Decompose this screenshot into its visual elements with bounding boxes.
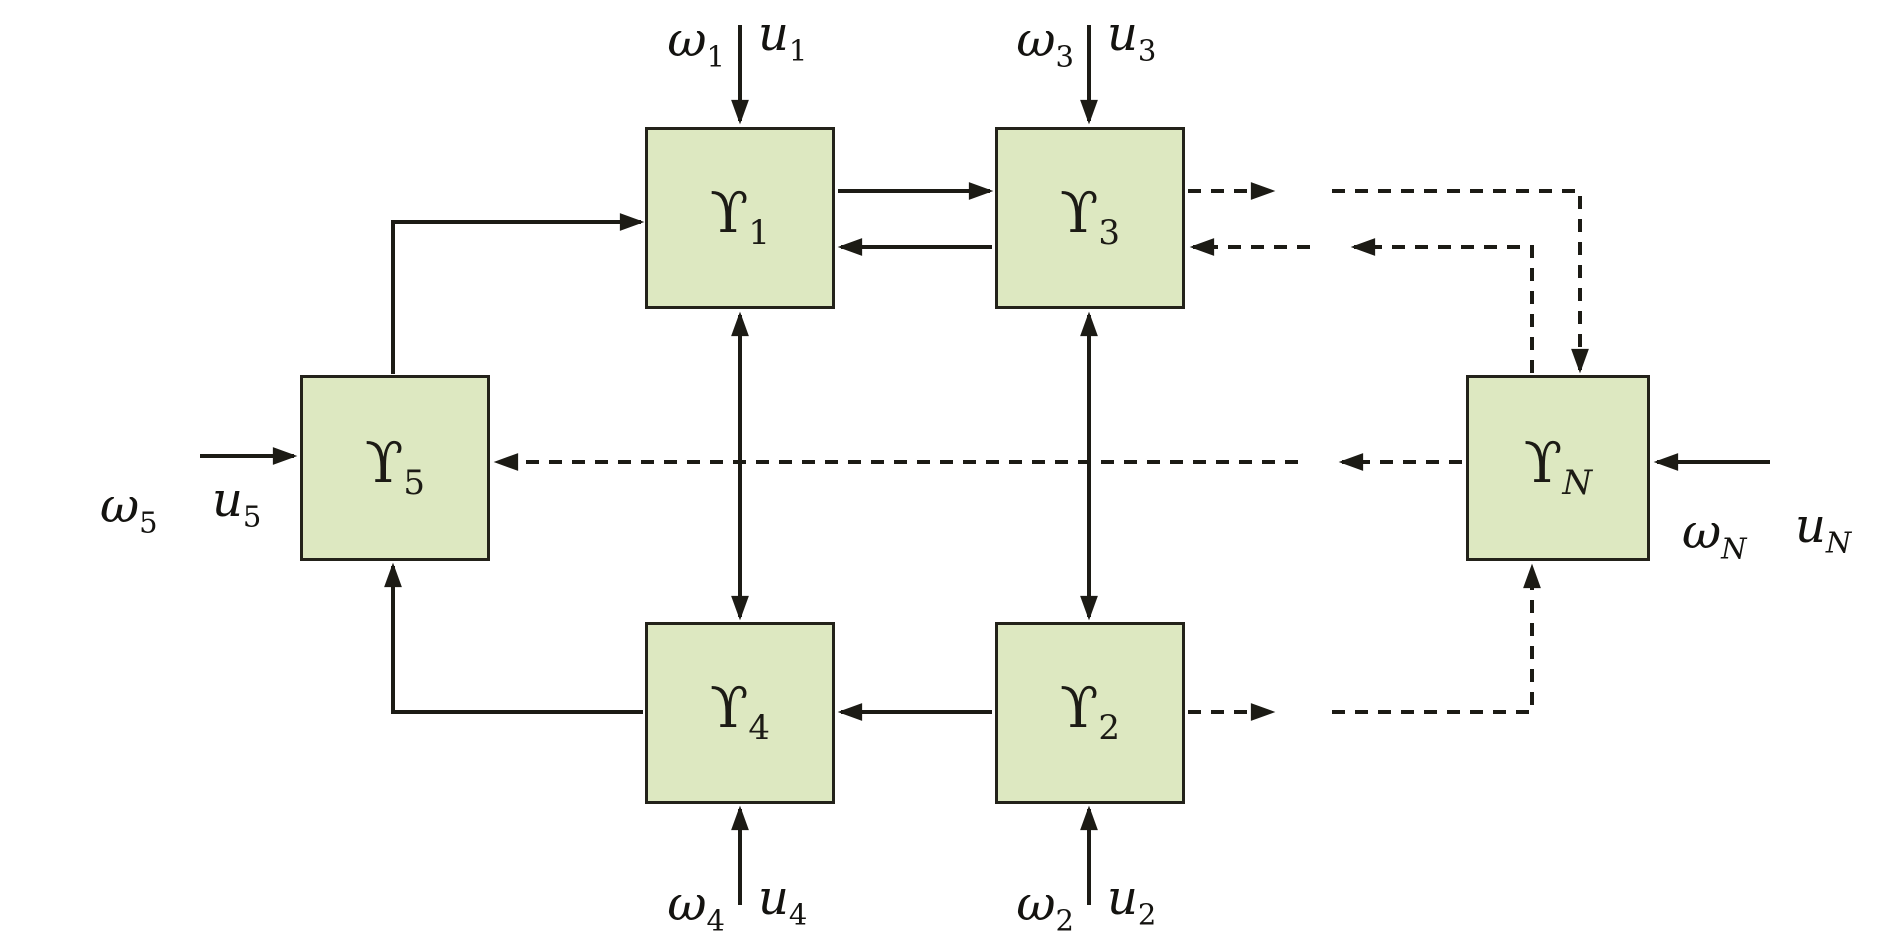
node-upsilon-5-label: ϒ5 [364,430,426,504]
input-omega-N-label: ωN [1682,504,1747,566]
input-u-3-label: u3 [1107,6,1157,68]
node-upsilon-1: ϒ1 [645,127,835,309]
input-u-1-label: u1 [758,6,808,68]
node-upsilon-2: ϒ2 [995,622,1185,804]
node-upsilon-3: ϒ3 [995,127,1185,309]
node-upsilon-3-label: ϒ3 [1059,180,1121,254]
input-omega-5-label: ω5 [100,478,158,540]
input-u-N-label: uN [1795,498,1852,560]
edge-y5-to-y1-solid [391,213,645,374]
node-upsilon-1-label: ϒ1 [709,180,771,254]
input-u-2-label: u2 [1107,870,1157,932]
node-upsilon-4-label: ϒ4 [709,675,771,749]
node-upsilon-N: ϒN [1466,375,1650,561]
input-omega-3-label: ω3 [1016,12,1074,74]
input-u-4-label: u4 [758,870,808,932]
input-omega-2-label: ω2 [1016,876,1074,938]
node-upsilon-2-label: ϒ2 [1059,675,1121,749]
edge-chain-to-yn-bottom-dashed [1332,563,1541,714]
input-omega-4-label: ω4 [667,876,725,938]
node-upsilon-N-label: ϒN [1523,430,1593,504]
edge-chain-to-yn-top-dashed [1332,189,1589,374]
node-upsilon-4: ϒ4 [645,622,835,804]
input-omega-1-label: ω1 [667,12,725,74]
edge-yn-to-chain-dashed [1350,238,1534,373]
edge-y4-to-y5-solid [384,562,643,714]
node-upsilon-5: ϒ5 [300,375,490,561]
input-u-5-label: u5 [212,472,262,534]
